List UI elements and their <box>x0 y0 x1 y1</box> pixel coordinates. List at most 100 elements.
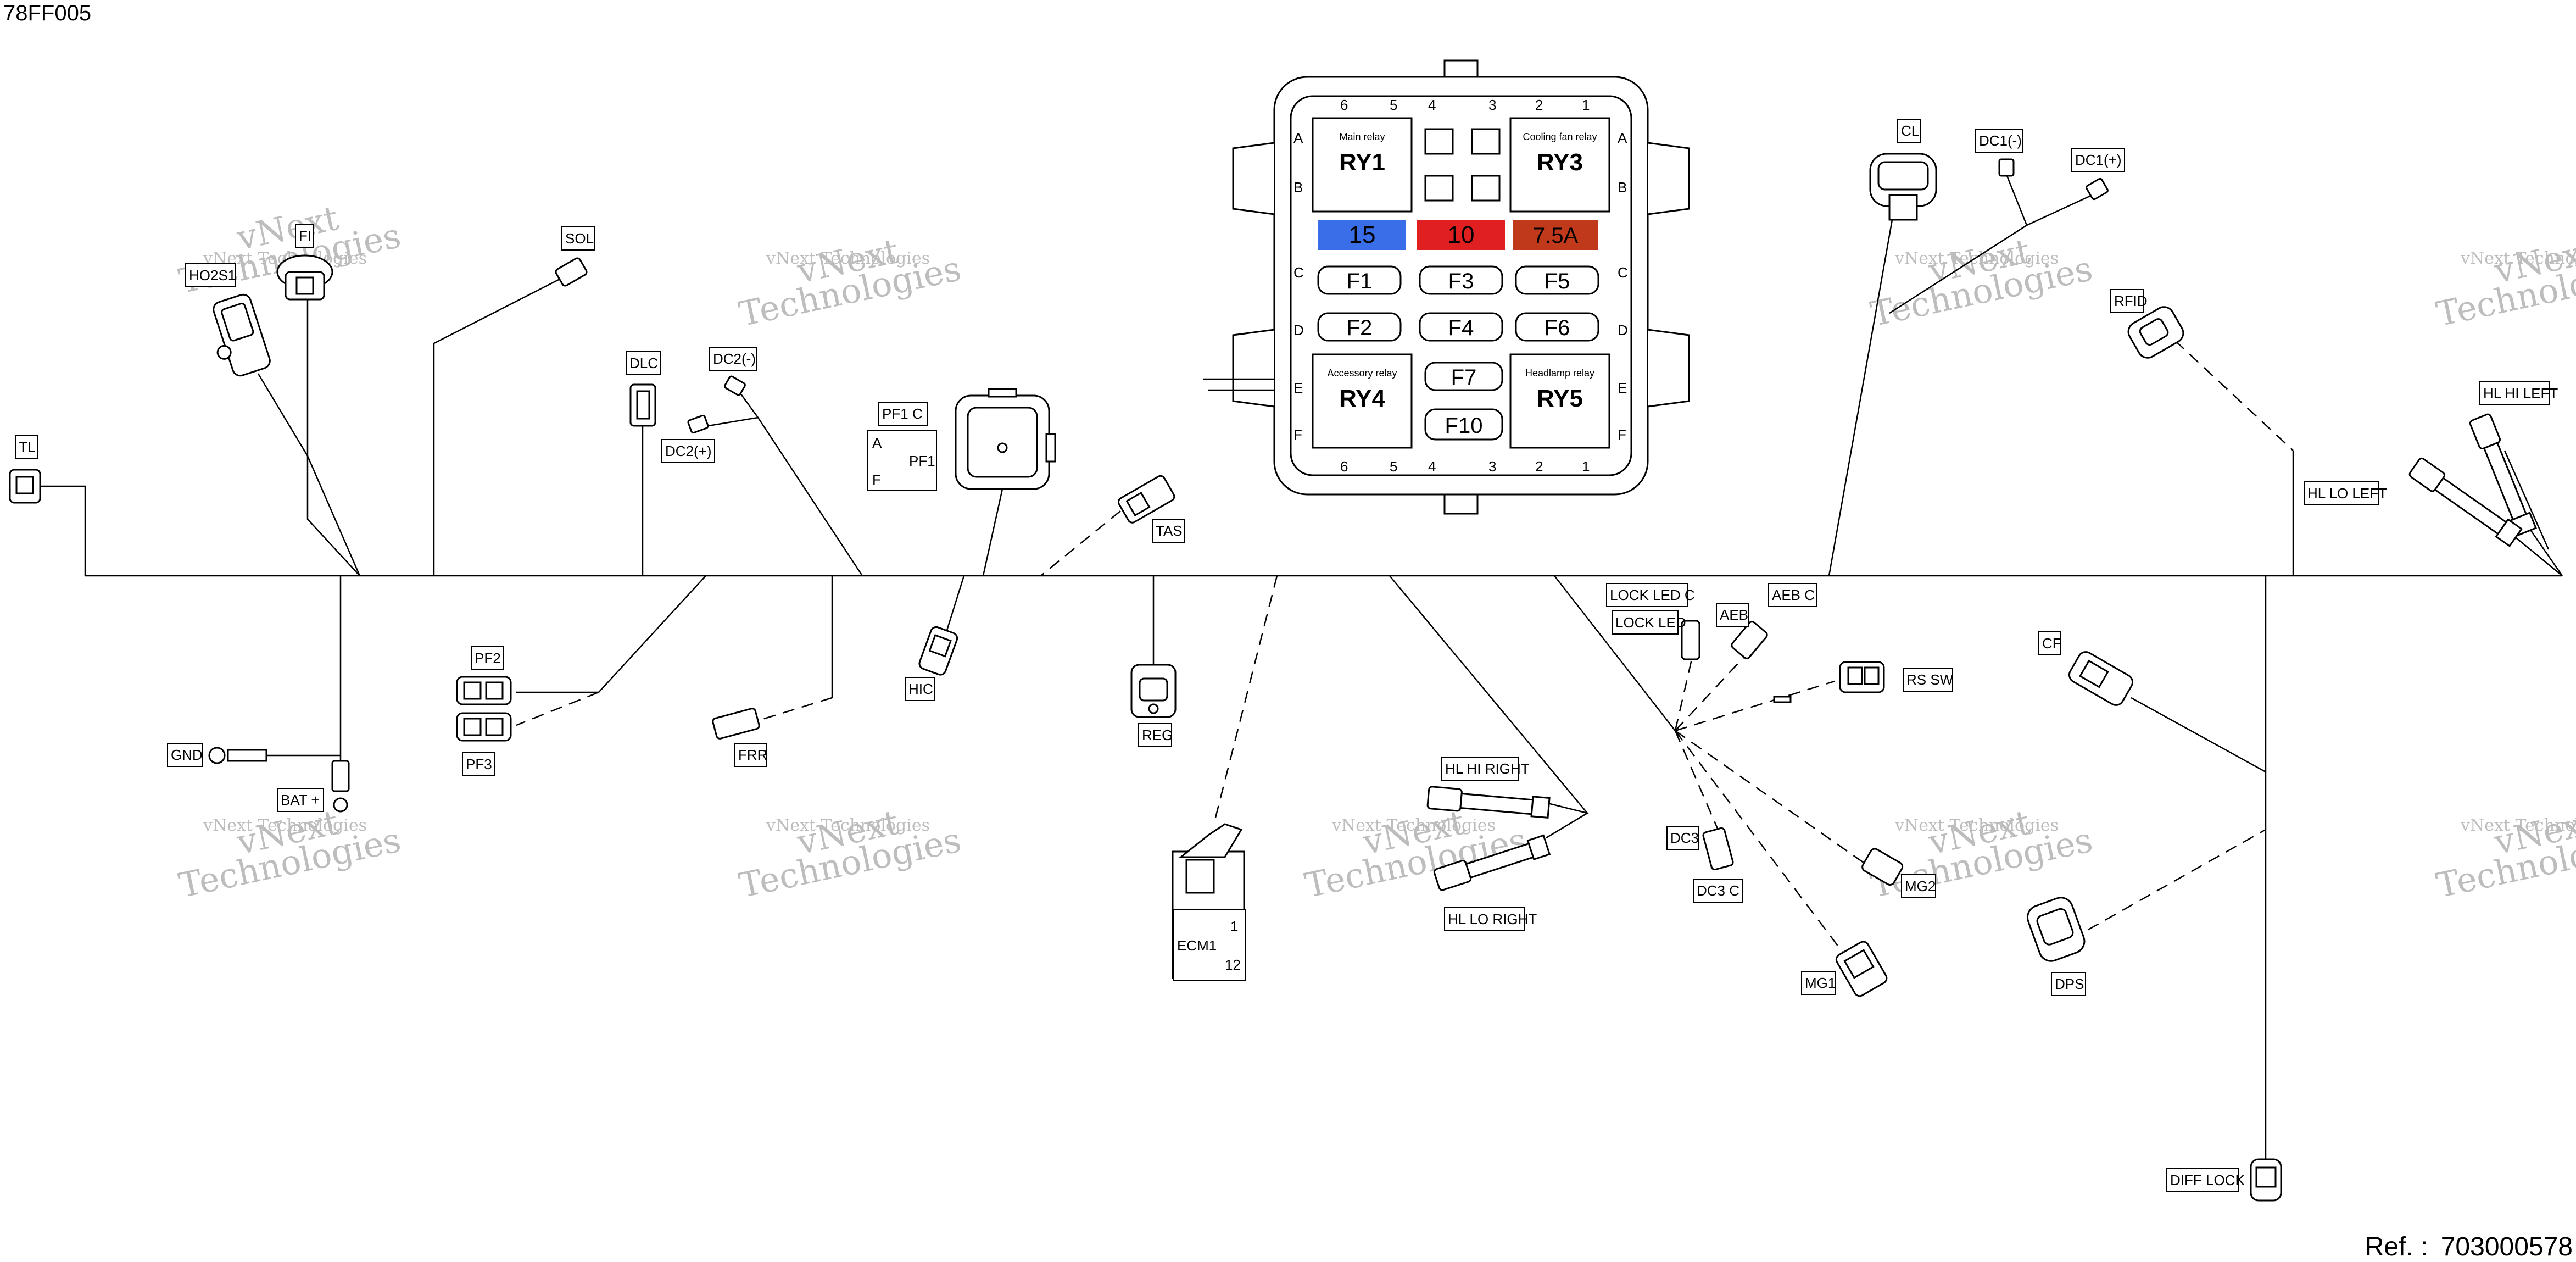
connector-fi-icon <box>276 254 333 301</box>
svg-text:MG1: MG1 <box>1805 975 1836 991</box>
connector-tas-icon <box>1117 475 1175 524</box>
svg-text:HL HI LEFT: HL HI LEFT <box>2483 385 2558 402</box>
wire-frr-dash <box>760 697 833 721</box>
watermark-9: vNext Technologies <box>2433 802 2576 906</box>
svg-text:D: D <box>1293 322 1304 338</box>
label-aeb: AEB <box>1716 603 1749 627</box>
label-bat: BAT + <box>277 788 324 812</box>
label-tas: TAS <box>1152 519 1185 543</box>
relay-ry5: Headlamp relay RY5 <box>1509 353 1610 449</box>
label-pf2: PF2 <box>471 646 504 670</box>
connector-mg1-icon <box>1835 941 1888 997</box>
connector-diff-lock-icon <box>2250 1158 2282 1202</box>
wire-ho2s1 <box>257 373 361 576</box>
wire-gnd <box>264 576 342 757</box>
wire-hic <box>944 575 965 638</box>
label-mg1: MG1 <box>1801 971 1836 995</box>
connector-lock-led-icon <box>1681 620 1700 660</box>
svg-text:5: 5 <box>1390 458 1397 475</box>
connector-tl-icon <box>9 469 41 504</box>
connector-cl-icon <box>1869 153 1937 221</box>
fusebox-rows-right: A B C D E F <box>1618 130 1628 443</box>
fusebox-rows-left: A B C D E F <box>1293 130 1304 443</box>
svg-text:DC1(+): DC1(+) <box>2075 152 2122 168</box>
svg-text:HL LO RIGHT: HL LO RIGHT <box>1448 911 1537 927</box>
svg-text:RY4: RY4 <box>1339 385 1385 412</box>
svg-text:10: 10 <box>1448 221 1475 248</box>
svg-text:RFID: RFID <box>2114 293 2148 309</box>
watermark-text-2: vNext Technologies <box>766 249 930 268</box>
label-hl-lo-right: HL LO RIGHT <box>1444 907 1537 931</box>
svg-text:PF2: PF2 <box>475 650 501 666</box>
connector-hl-hi-right-icon <box>1426 786 1551 819</box>
reference-label: Ref. : <box>2365 1232 2428 1261</box>
wire-pf2 <box>516 575 706 693</box>
wire-sol <box>433 276 564 576</box>
wire-pf1 <box>982 488 1003 576</box>
label-tl: TL <box>15 435 38 459</box>
svg-text:LOCK LED: LOCK LED <box>1615 614 1686 631</box>
svg-text:5: 5 <box>1390 97 1397 113</box>
svg-text:Headlamp relay: Headlamp relay <box>1525 368 1594 379</box>
watermark-8: vNext Technologies <box>1867 802 2096 906</box>
label-fi: FI <box>295 224 314 248</box>
svg-text:RS SW: RS SW <box>1906 671 1954 688</box>
label-reg: REG <box>1138 723 1173 747</box>
svg-text:C: C <box>1618 264 1628 281</box>
svg-text:PF1 C: PF1 C <box>882 405 923 422</box>
svg-text:E: E <box>1618 380 1627 396</box>
connector-pf1-icon <box>955 388 1056 490</box>
label-dc3-c: DC3 C <box>1693 879 1743 903</box>
wire-dc1-minus <box>2004 170 2028 226</box>
wire-hl-hi-left <box>2503 450 2550 550</box>
wire-tas <box>1040 510 1121 576</box>
svg-text:FRR: FRR <box>738 747 767 763</box>
svg-text:PF1: PF1 <box>909 453 935 469</box>
svg-text:F5: F5 <box>1545 269 1570 293</box>
document-code: 78FF005 <box>3 1 92 25</box>
fusebox: 6 5 4 3 2 1 6 5 4 3 2 1 A B C D E F A B … <box>1203 59 1690 515</box>
svg-text:1: 1 <box>1582 458 1590 475</box>
label-dc2-plus: DC2(+) <box>661 439 715 463</box>
battery-terminal-icon <box>331 760 350 813</box>
label-dc1-minus: DC1(-) <box>1975 129 2023 153</box>
relay-ry1: Main relay RY1 <box>1312 117 1413 213</box>
svg-text:1: 1 <box>1582 97 1590 113</box>
svg-text:GND: GND <box>171 747 203 763</box>
fusebox-columns-top: 6 5 4 3 2 1 <box>1340 97 1590 113</box>
label-ho2s1: HO2S1 <box>185 263 236 287</box>
svg-text:SOL: SOL <box>565 230 594 247</box>
svg-text:LOCK LED C: LOCK LED C <box>1610 587 1695 603</box>
svg-text:1: 1 <box>1230 918 1238 935</box>
harness-wires <box>33 170 2563 1159</box>
label-rfid: RFID <box>2110 289 2148 313</box>
label-pf1-block: A PF1 F <box>867 430 937 491</box>
label-hl-hi-left: HL HI LEFT <box>2479 381 2558 405</box>
svg-text:CL: CL <box>1901 123 1919 139</box>
rating-15 <box>1318 220 1406 250</box>
svg-text:RY1: RY1 <box>1339 149 1385 176</box>
connector-cf-icon <box>2068 651 2134 706</box>
svg-text:HL HI RIGHT: HL HI RIGHT <box>1445 760 1530 777</box>
connector-pf2-icon <box>456 676 512 705</box>
label-aeb-c: AEB C <box>1768 583 1817 607</box>
rating-10 <box>1417 220 1505 250</box>
svg-text:F: F <box>1618 426 1626 443</box>
watermark-2: vNext Technologies <box>735 231 964 335</box>
label-sol: SOL <box>561 226 595 251</box>
wire-lockled <box>1674 659 1693 731</box>
svg-text:C: C <box>1293 264 1304 281</box>
svg-text:MG2: MG2 <box>1905 878 1936 894</box>
svg-text:BAT +: BAT + <box>281 792 320 808</box>
svg-text:DLC: DLC <box>629 355 658 371</box>
label-gnd: GND <box>167 743 203 767</box>
svg-text:PF3: PF3 <box>466 756 492 772</box>
connectors <box>9 153 2537 1202</box>
connector-reg-icon <box>1130 664 1177 718</box>
watermark-text-9: vNext Technologies <box>2460 816 2576 835</box>
svg-text:Accessory relay: Accessory relay <box>1327 368 1397 379</box>
watermark-6: vNext Technologies <box>735 802 964 906</box>
label-dc3: DC3 <box>1666 826 1699 850</box>
svg-text:REG: REG <box>1142 727 1173 743</box>
